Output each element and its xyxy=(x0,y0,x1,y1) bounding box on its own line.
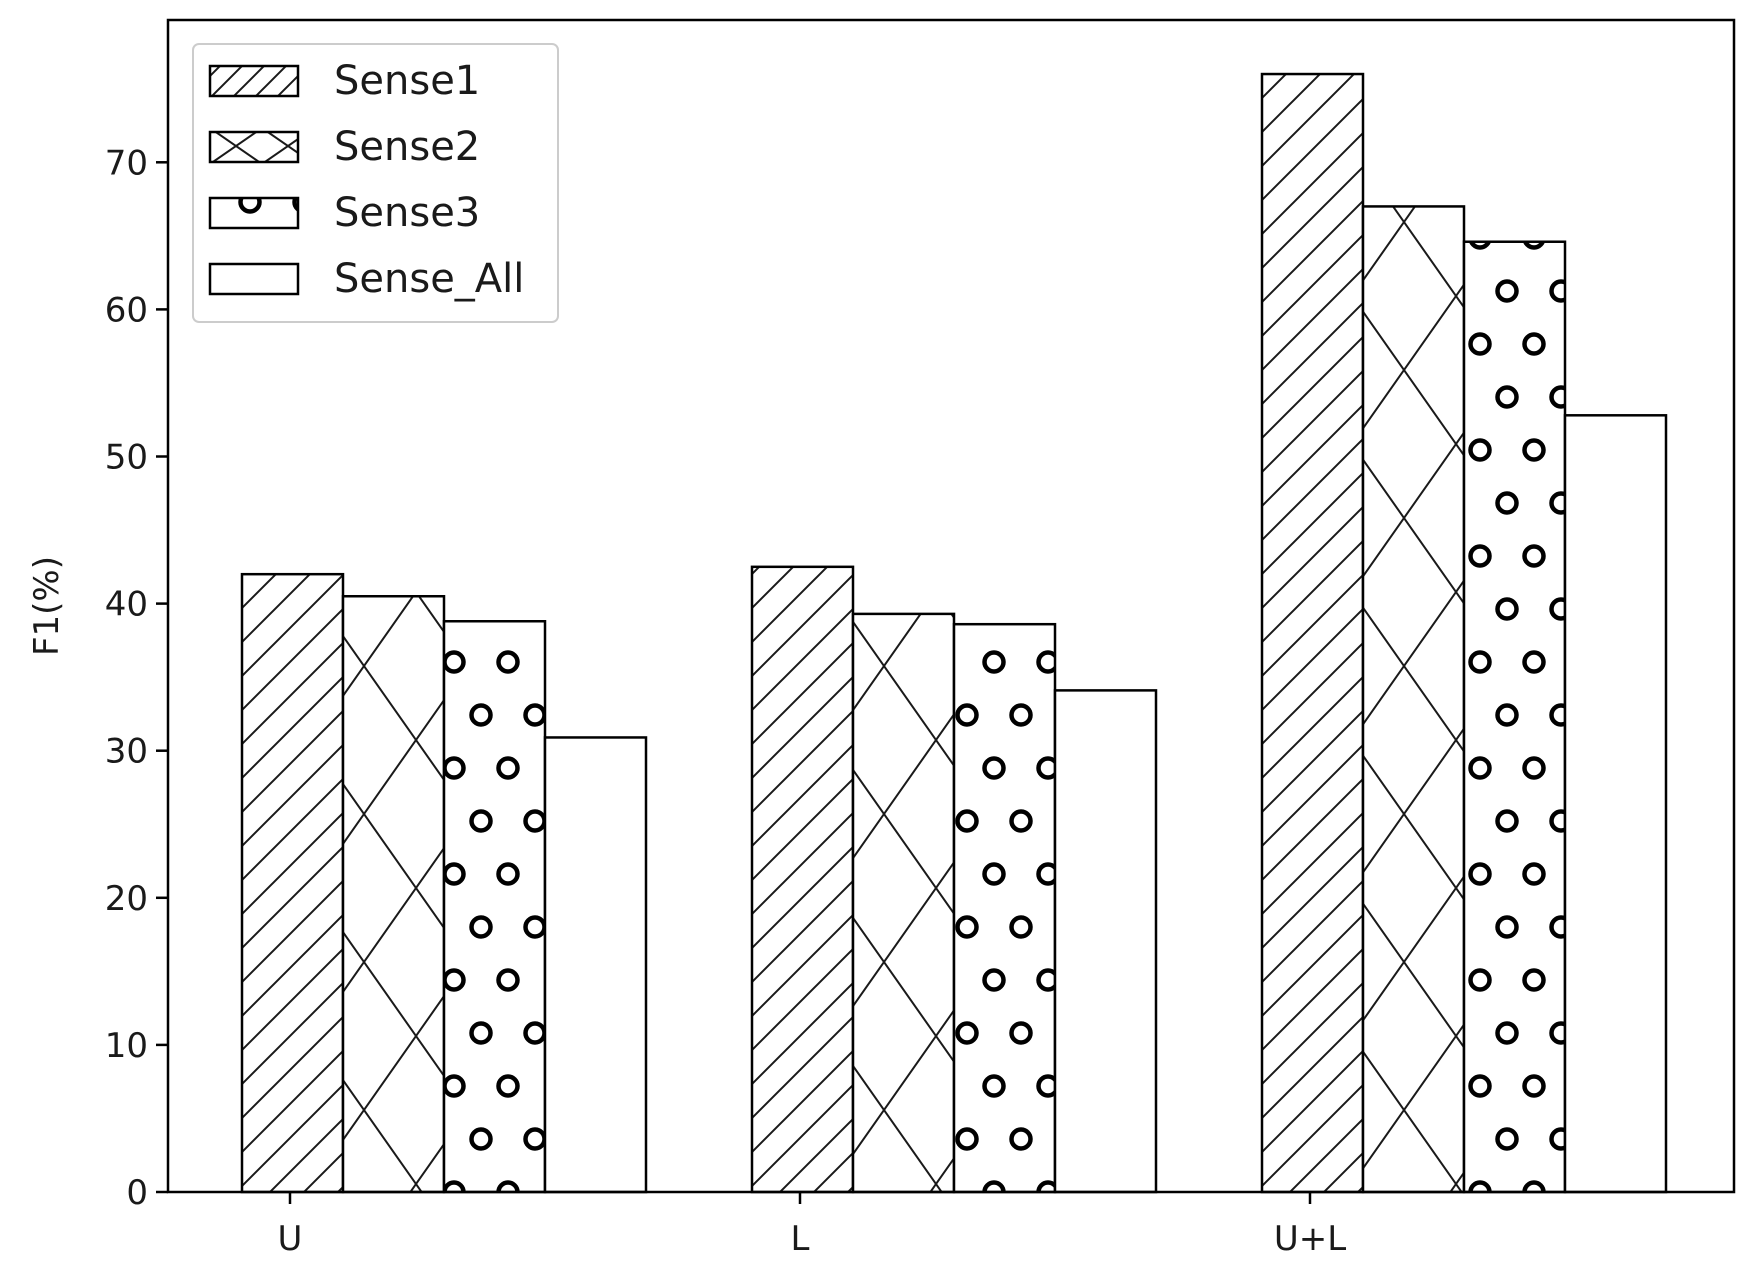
y-tick-label: 0 xyxy=(126,1173,148,1213)
legend-item-sense1: Sense1 xyxy=(208,58,480,104)
legend-label: Sense2 xyxy=(334,124,480,170)
legend-swatch xyxy=(208,130,300,164)
y-tick-label: 30 xyxy=(105,732,148,772)
y-axis-ticks: 0 10 20 30 40 50 60 70 xyxy=(105,143,168,1213)
bar-sense2-l xyxy=(851,612,956,1194)
y-tick-label: 20 xyxy=(105,879,148,919)
legend-item-sense3: Sense3 xyxy=(208,190,480,236)
legend-item-sense2: Sense2 xyxy=(208,124,480,170)
bar-sense-all-u xyxy=(543,736,648,1194)
bar-sense1-u-l xyxy=(1260,72,1365,1194)
x-tick-label: L xyxy=(791,1219,810,1259)
x-tick-label: U xyxy=(278,1219,303,1259)
legend-label: Sense3 xyxy=(334,190,480,236)
x-tick-label: U+L xyxy=(1274,1219,1346,1259)
bar-sense-all-u-l xyxy=(1563,414,1668,1194)
bars-group xyxy=(240,72,1668,1194)
legend-label: Sense_All xyxy=(334,256,524,302)
y-tick-label: 40 xyxy=(105,585,148,625)
bar-sense1-l xyxy=(750,565,855,1194)
bar-sense2-u xyxy=(341,594,446,1194)
legend-swatch xyxy=(208,262,300,296)
bar-sense3-u xyxy=(442,620,547,1194)
legend-label: Sense1 xyxy=(334,58,480,104)
legend-swatch xyxy=(208,64,300,98)
y-axis-label: F1(%) xyxy=(27,556,67,656)
y-tick-label: 70 xyxy=(105,143,148,183)
bar-sense2-u-l xyxy=(1361,205,1466,1194)
x-axis-ticks: U L U+L xyxy=(278,1192,1346,1259)
legend-frame xyxy=(192,43,559,323)
legend-swatch xyxy=(208,196,300,230)
y-tick-label: 10 xyxy=(105,1026,148,1066)
bar-sense3-u-l xyxy=(1462,240,1567,1194)
legend-item-sense-all: Sense_All xyxy=(208,256,524,302)
y-tick-label: 50 xyxy=(105,438,148,478)
bar-sense1-u xyxy=(240,572,345,1194)
bar-sense-all-l xyxy=(1053,689,1158,1194)
plot-frame xyxy=(166,18,1736,1194)
y-tick-label: 60 xyxy=(105,290,148,330)
bar-sense3-l xyxy=(952,622,1057,1194)
